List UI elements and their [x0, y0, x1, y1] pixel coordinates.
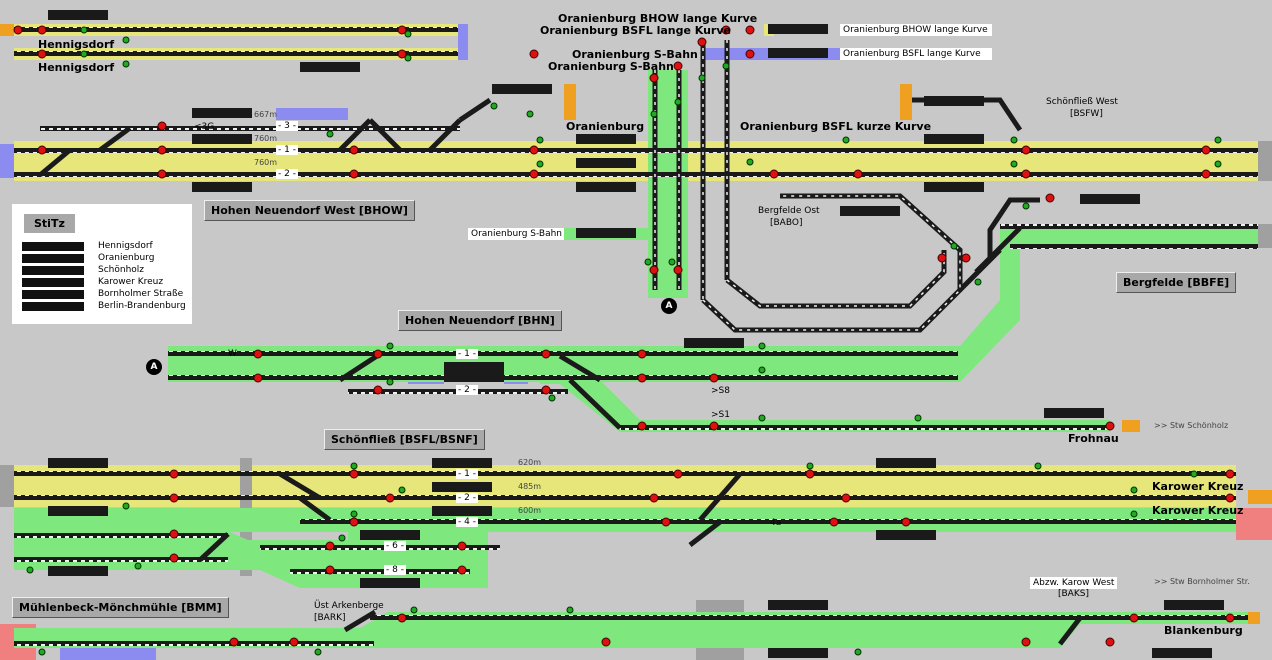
tag-oranienburg-bsfl-lange-kurve: Oranienburg BSFL lange Kurve [840, 48, 992, 60]
legend-item-berlin-brandenburg: Berlin-Brandenburg [98, 301, 186, 311]
length-600: 600m [518, 506, 542, 515]
label-bsfw: [BSFW] [1070, 109, 1103, 119]
place-hennigsdorf-1: Hennigsdorf [38, 38, 115, 51]
label-uest-arkenberge: Üst Arkenberge [314, 601, 384, 611]
label-3g: <3G [194, 122, 215, 132]
place-oranienburg-bsfl-lange-kurve: Oranienburg BSFL lange Kurve [540, 24, 731, 37]
bsfl-track-6[interactable]: - 6 - [384, 541, 406, 551]
bsfl-track-8[interactable]: - 8 - [384, 565, 406, 575]
legend-block-hennigsdorf [22, 242, 84, 251]
label-s1: >S1 [711, 410, 730, 420]
legend-item-hennigsdorf: Hennigsdorf [98, 241, 153, 251]
track-3[interactable]: - 3 - [276, 121, 298, 131]
place-oranienburg-bsfl-kurze-kurve: Oranienburg BSFL kurze Kurve [740, 120, 932, 133]
connector-a-left[interactable]: A [146, 359, 162, 375]
legend-block-bornholmer [22, 290, 84, 299]
place-oranienburg-sbahn-1: Oranienburg S-Bahn [572, 48, 698, 61]
tag-oranienburg-sbahn: Oranienburg S-Bahn [468, 228, 564, 240]
legend-title: StiTz [24, 214, 75, 233]
legend-block-berlin-brandenburg [22, 302, 84, 311]
track-curves [38, 40, 1082, 646]
label-abzw-karow-west: Abzw. Karow West [1030, 577, 1118, 589]
area-label-bhn: Hohen Neuendorf [BHN] [398, 310, 562, 331]
legend-block-schoenholz [22, 266, 84, 275]
entry-markers [564, 84, 1272, 624]
area-label-bsfl: Schönfließ [BSFL/BSNF] [324, 429, 485, 450]
label-stw-bornholmer[interactable]: >> Stw Bornholmer Str. [1154, 577, 1250, 586]
label-w: W [228, 349, 237, 359]
place-karower-kreuz-1: Karower Kreuz [1152, 480, 1244, 493]
legend-block-oranienburg [22, 254, 84, 263]
length-667: 667m [254, 110, 278, 119]
label-schoenfliess-west: Schönfließ West [1046, 97, 1118, 107]
bsfl-track-4[interactable]: - 4 - [456, 517, 478, 527]
place-frohnau: Frohnau [1068, 432, 1119, 445]
length-760-b: 760m [254, 158, 278, 167]
stitz-legend: StiTz Hennigsdorf Oranienburg Schönholz … [12, 204, 192, 324]
bhn-track-2[interactable]: - 2 - [456, 385, 478, 395]
area-label-bbfe: Bergfelde [BBFE] [1116, 272, 1237, 293]
place-karower-kreuz-2: Karower Kreuz [1152, 504, 1244, 517]
legend-item-schoenholz: Schönholz [98, 265, 145, 275]
label-babo: [BABO] [770, 218, 803, 228]
label-bergfelde-ost: Bergfelde Ost [758, 206, 820, 216]
bsfl-track-2[interactable]: - 2 - [456, 493, 478, 503]
block-indicators [48, 10, 1224, 658]
length-620: 620m [518, 458, 542, 467]
track-2[interactable]: - 2 - [276, 169, 298, 179]
track-lines [14, 27, 1258, 646]
track-curve-ties [654, 40, 961, 331]
area-label-bmm: Mühlenbeck-Mönchmühle [BMM] [12, 597, 229, 618]
place-hennigsdorf-2: Hennigsdorf [38, 61, 115, 74]
label-4a: 4a [770, 518, 782, 528]
signal-lamps-green[interactable] [26, 26, 1222, 656]
place-blankenburg: Blankenburg [1164, 624, 1243, 637]
legend-item-bornholmer: Bornholmer Straße [98, 289, 184, 299]
place-oranienburg-sbahn-2: Oranienburg S-Bahn [548, 60, 674, 73]
bhn-track-1[interactable]: - 1 - [456, 349, 478, 359]
length-760-a: 760m [254, 134, 278, 143]
place-oranienburg-bhow-lange-kurve: Oranienburg BHOW lange Kurve [558, 12, 758, 25]
place-oranienburg: Oranienburg [566, 120, 645, 133]
legend-item-oranienburg: Oranienburg [98, 253, 155, 263]
track-1[interactable]: - 1 - [276, 145, 298, 155]
label-bark: [BARK] [314, 613, 346, 623]
label-s8: >S8 [711, 386, 730, 396]
length-485: 485m [518, 482, 542, 491]
label-stw-schoenholz[interactable]: >> Stw Schönholz [1154, 421, 1229, 430]
bsfl-track-1[interactable]: - 1 - [456, 469, 478, 479]
label-baks: [BAKS] [1058, 589, 1089, 599]
legend-item-karower-kreuz: Karower Kreuz [98, 277, 164, 287]
legend-block-karower-kreuz [22, 278, 84, 287]
tag-oranienburg-bhow-lange-kurve: Oranienburg BHOW lange Kurve [840, 24, 992, 36]
area-label-bhow: Hohen Neuendorf West [BHOW] [204, 200, 415, 221]
connector-a-top[interactable]: A [661, 298, 677, 314]
